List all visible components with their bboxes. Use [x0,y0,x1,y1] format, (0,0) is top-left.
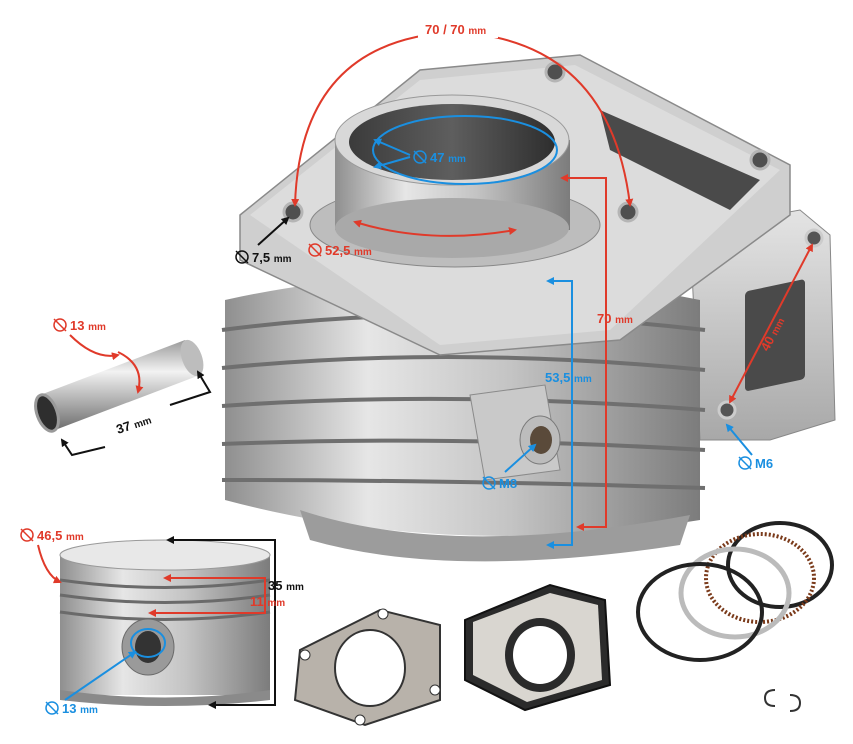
ring-zone-line [148,574,266,617]
piston-height-line [166,536,276,709]
spigot-arc [353,219,517,237]
bore-outline [372,115,558,185]
diameter-icon [482,476,496,490]
pin-diameter-label: 13 mm [70,318,106,333]
diameter-icon [45,701,59,715]
cylinder-body [221,54,836,562]
diameter-icon [20,528,34,542]
head-gasket [464,583,612,712]
exhaust-thread-label: M6 [755,456,773,471]
base-gasket [293,608,441,727]
piston-diameter-label: 46,5 mm [37,528,84,543]
diameter-icon [308,243,322,257]
bolt-hole-label: 7,5 mm [252,250,292,265]
diameter-icon [413,150,427,164]
cylinder-height-line [560,174,607,531]
bore-label: 47 mm [430,150,466,165]
pin-length-label: 37 mm [114,411,153,436]
side-thread-label: M8 [499,476,517,491]
piston-height-label: 35 mm [268,578,304,593]
diameter-icon [235,250,249,264]
wrist-pin [34,339,204,433]
exhaust-spacing-line [729,243,813,404]
bolt-spacing-label: 70 / 70 mm [425,22,486,37]
port-height-line [546,277,573,549]
piston-pin-bore-label: 13 mm [62,701,98,716]
ring-zone-label: 11 mm [250,594,285,609]
port-height-label: 53,5 mm [545,370,592,385]
piston-rings [636,521,834,712]
diameter-icon [738,456,752,470]
spigot-label: 52,5 mm [325,243,372,258]
cylinder-height-label: 70 mm [597,311,633,326]
diameter-icon [53,318,67,332]
